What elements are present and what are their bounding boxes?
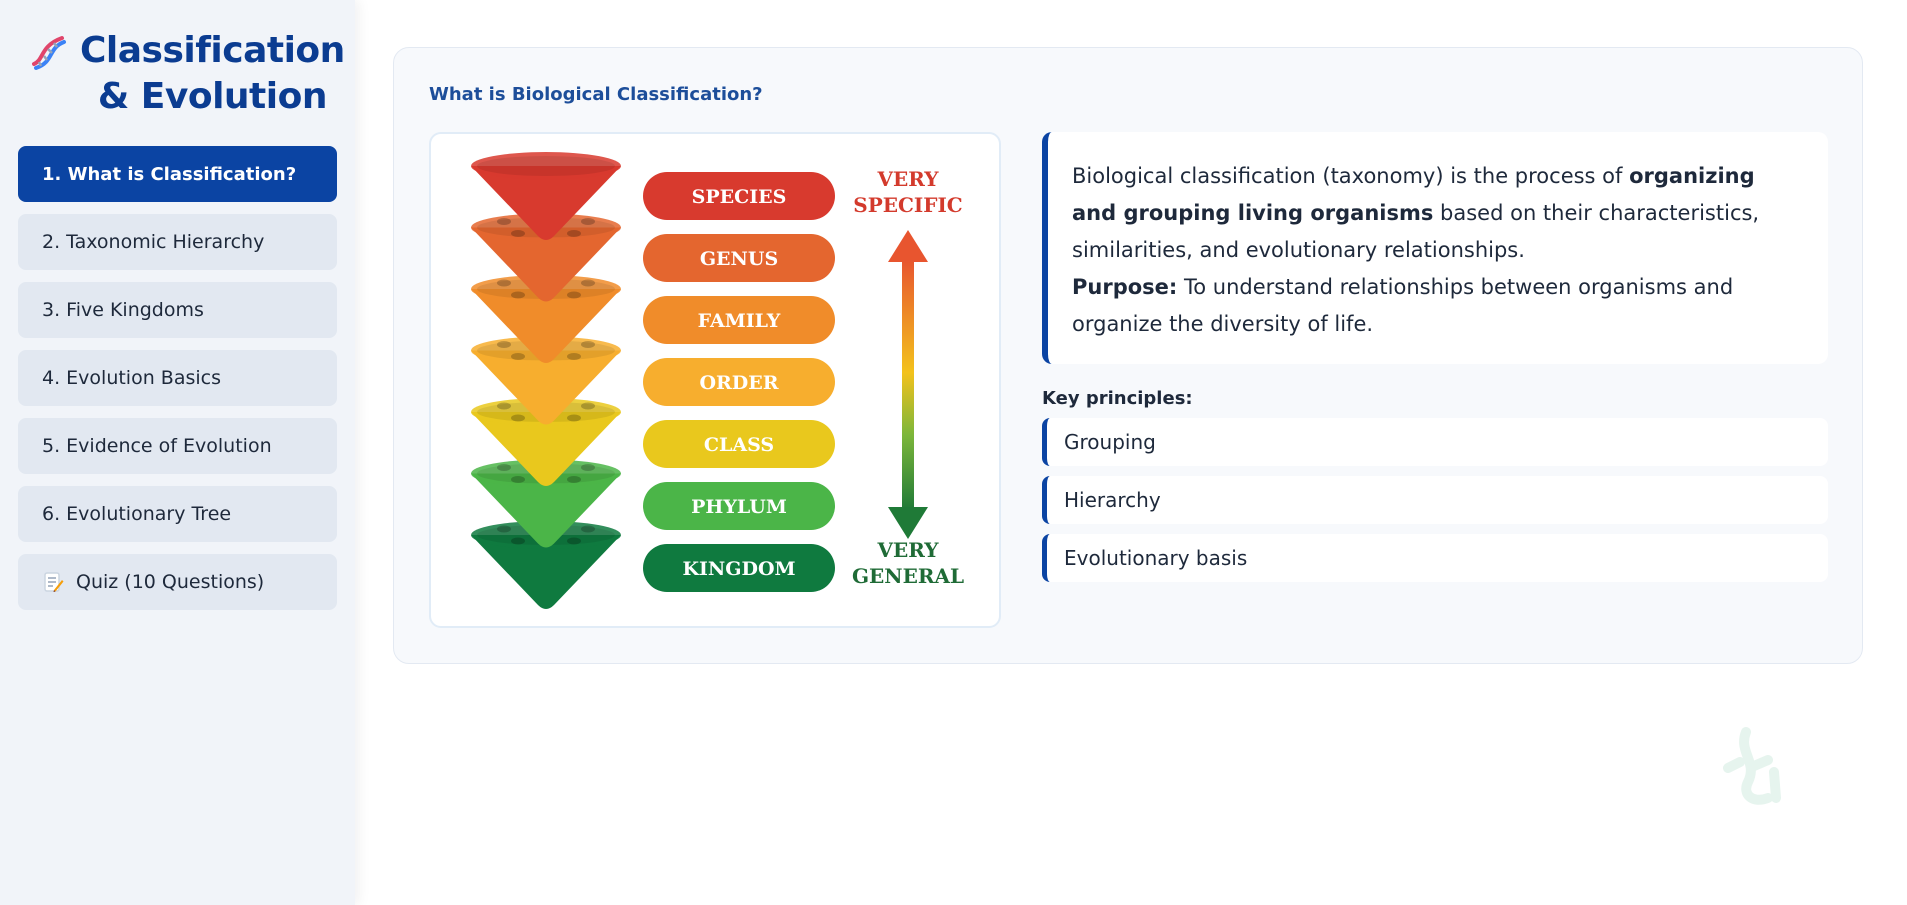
nav-item-five-kingdoms[interactable]: 3. Five Kingdoms	[18, 282, 337, 338]
level-label-class: CLASS	[704, 434, 774, 456]
app-title-line1: Classification	[80, 30, 345, 71]
dna-icon	[32, 36, 66, 70]
level-pill-species	[643, 172, 835, 220]
level-pill-phylum	[643, 482, 835, 530]
funnel-cone-kingdom	[471, 521, 621, 609]
classification-definition: Biological classification (taxonomy) is …	[1042, 132, 1828, 364]
level-label-order: ORDER	[699, 372, 778, 394]
very-general-label-line1: VERY	[876, 538, 939, 562]
nav-item-what-is-classification[interactable]: 1. What is Classification?	[18, 146, 337, 202]
definition-text-before: Biological classification (taxonomy) is …	[1072, 164, 1630, 188]
nav-item-label: 2. Taxonomic Hierarchy	[42, 231, 265, 253]
very-specific-label-line2: SPECIFIC	[853, 193, 962, 217]
nav-item-taxonomic-hierarchy[interactable]: 2. Taxonomic Hierarchy	[18, 214, 337, 270]
nav-item-evolution-basics[interactable]: 4. Evolution Basics	[18, 350, 337, 406]
taxonomy-hierarchy-illustration: SPECIES GENUS FAMILY ORDER CLASS PHYLUM KINGDO…	[471, 152, 964, 609]
section-nav: 1. What is Classification? 2. Taxonomic …	[18, 146, 337, 610]
lizard-watermark-icon	[1723, 727, 1781, 805]
level-label-kingdom: KINGDOM	[682, 558, 795, 580]
level-pill-genus	[643, 234, 835, 282]
very-general-label-line2: GENERAL	[852, 564, 964, 588]
level-label-genus: GENUS	[700, 248, 778, 270]
app-title: Classification & Evolution	[80, 28, 345, 120]
nav-item-label: 5. Evidence of Evolution	[42, 435, 272, 457]
nav-item-label: 1. What is Classification?	[42, 163, 297, 185]
key-principles-list: Grouping Hierarchy Evolutionary basis	[1042, 418, 1828, 582]
level-label-family: FAMILY	[698, 310, 781, 332]
principle-item: Hierarchy	[1042, 476, 1828, 524]
very-specific-label-line1: VERY	[876, 167, 939, 191]
level-pill-class	[643, 420, 835, 468]
purpose-text: To understand relationships between orga…	[1072, 275, 1734, 336]
level-label-species: SPECIES	[692, 186, 787, 208]
level-pill-kingdom	[643, 544, 835, 592]
taxonomy-hierarchy-figure: SPECIES GENUS FAMILY ORDER CLASS PHYLUM KINGDO…	[429, 132, 1001, 628]
brand: Classification & Evolution	[18, 28, 345, 120]
funnel-cone-species	[471, 152, 621, 240]
nav-item-evolutionary-tree[interactable]: 6. Evolutionary Tree	[18, 486, 337, 542]
key-principles-heading: Key principles:	[1042, 388, 1193, 409]
level-pill-order	[643, 358, 835, 406]
level-label-phylum: PHYLUM	[691, 496, 787, 518]
principle-item: Grouping	[1042, 418, 1828, 466]
nav-item-label: 6. Evolutionary Tree	[42, 503, 232, 525]
nav-item-evidence-of-evolution[interactable]: 5. Evidence of Evolution	[18, 418, 337, 474]
nav-item-label: 4. Evolution Basics	[42, 367, 221, 389]
purpose-label: Purpose:	[1072, 275, 1178, 299]
nav-item-quiz[interactable]: Quiz (10 Questions)	[18, 554, 337, 610]
content-card: What is Biological Classification? SPECI…	[393, 47, 1863, 664]
sidebar: Classification & Evolution 1. What is Cl…	[0, 0, 355, 905]
nav-item-label: Quiz (10 Questions)	[76, 571, 265, 593]
principle-item: Evolutionary basis	[1042, 534, 1828, 582]
level-pill-family	[643, 296, 835, 344]
section-title: What is Biological Classification?	[429, 84, 763, 105]
app-title-line2: & Evolution	[97, 76, 328, 117]
memo-icon	[44, 572, 64, 592]
definition-bold-text: organizing and grouping living organisms	[1072, 164, 1755, 225]
definition-text-after: based on their characteristics, similari…	[1072, 201, 1760, 262]
nav-item-label: 3. Five Kingdoms	[42, 299, 204, 321]
double-arrow-icon	[888, 230, 928, 539]
